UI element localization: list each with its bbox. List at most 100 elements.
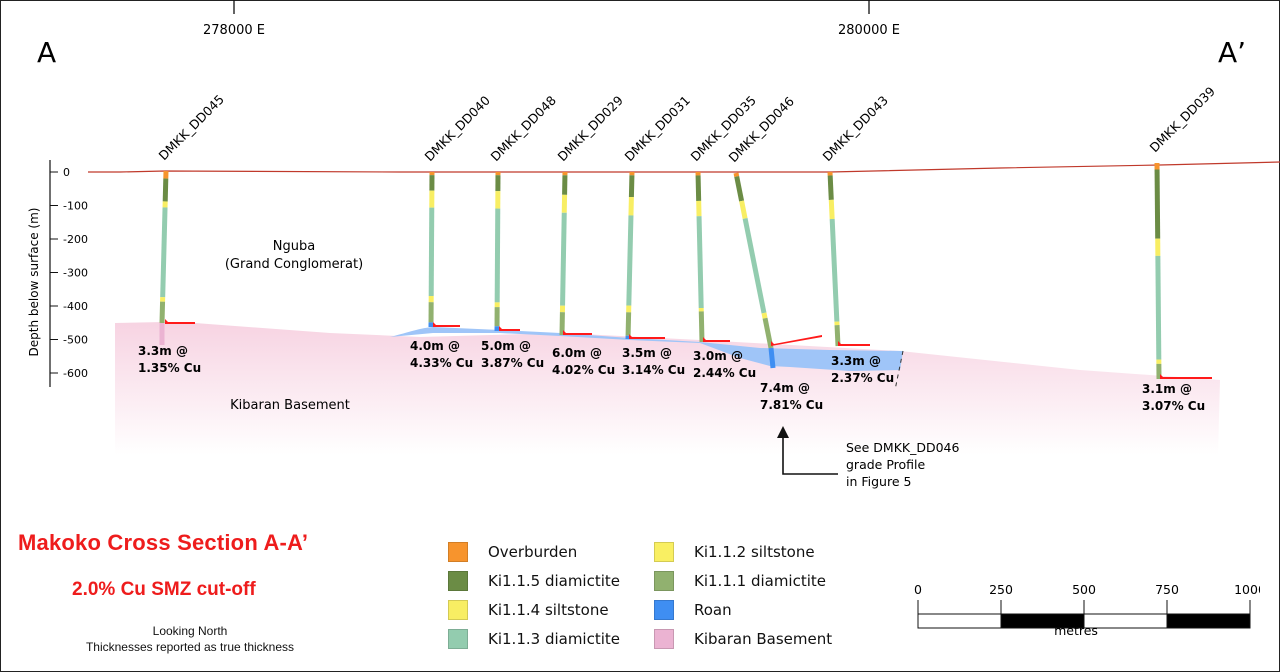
- intercept-thickness: 3.0m @: [693, 349, 743, 363]
- legend-swatch: [448, 600, 468, 620]
- drillhole-id-label: DMKK_DD029: [555, 93, 627, 165]
- depth-tick-label: -200: [63, 233, 88, 246]
- legend-swatch: [448, 542, 468, 562]
- legend-item-ki112-siltstone: Ki1.1.2 siltstone: [654, 541, 854, 563]
- lithology-interval: [733, 172, 740, 177]
- scale-bar: 02505007501000 metres: [914, 582, 1260, 638]
- legend-item-ki115-diamictite: Ki1.1.5 diamictite: [448, 570, 654, 592]
- intercept-grade: 2.37% Cu: [831, 371, 894, 385]
- legend-label: Kibaran Basement: [694, 630, 833, 648]
- callout-arrow-line: [782, 432, 838, 475]
- legend-swatch: [448, 629, 468, 649]
- unit-label-nguba-sub: (Grand Conglomerat): [225, 257, 363, 272]
- depth-axis-label: Depth below surface (m): [27, 208, 41, 357]
- lithology-interval: [428, 207, 435, 297]
- lithology-interval: [828, 199, 835, 220]
- grade-profile-spike: [433, 322, 460, 327]
- drillhole-dmkk_dd039: DMKK_DD039 3.1m @ 3.07% Cu: [1142, 84, 1218, 413]
- drillhole-id-label: DMKK_DD039: [1147, 84, 1219, 156]
- legend-item-overburden: Overburden: [448, 541, 654, 563]
- unit-label-kibaran: Kibaran Basement: [230, 398, 350, 413]
- legend-swatch: [654, 600, 674, 620]
- callout-line-3: in Figure 5: [846, 474, 911, 489]
- drillhole-id-label: DMKK_DD048: [488, 93, 560, 165]
- lithology-interval: [626, 215, 634, 306]
- drillhole-dmkk_dd048: DMKK_DD048 5.0m @ 3.87% Cu: [481, 93, 559, 370]
- easting-label: 278000 E: [203, 23, 265, 38]
- intercept-thickness: 4.0m @: [410, 339, 460, 353]
- legend-item-ki113-diamictite: Ki1.1.3 diamictite: [448, 628, 654, 650]
- lithology-interval: [761, 312, 768, 319]
- grade-profile-spike: [629, 334, 665, 339]
- thickness-note: Thicknesses reported as true thickness: [85, 640, 295, 654]
- legend-swatch: [448, 571, 468, 591]
- intercept-grade: 2.44% Cu: [693, 366, 756, 380]
- drillhole-id-label: DMKK_DD035: [688, 93, 760, 165]
- legend-swatch: [654, 629, 674, 649]
- intercept-grade: 4.33% Cu: [410, 356, 473, 370]
- legend-label: Ki1.1.2 siltstone: [694, 543, 815, 561]
- lithology-interval: [739, 200, 748, 219]
- callout: See DMKK_DD046 grade Profile in Figure 5: [777, 426, 959, 489]
- scale-segment: [1166, 613, 1251, 629]
- legend-item-ki114-siltstone: Ki1.1.4 siltstone: [448, 599, 654, 621]
- lithology-interval: [628, 175, 635, 198]
- callout-line-2: grade Profile: [846, 457, 926, 472]
- lithology-interval: [696, 216, 704, 309]
- scale-unit-label: metres: [1054, 623, 1098, 638]
- roan-zone: [390, 327, 903, 371]
- scale-segment: [917, 613, 1002, 629]
- grade-profile-spike: [771, 335, 822, 346]
- intercept-grade: 3.87% Cu: [481, 356, 544, 370]
- easting-markers: 278000 E 280000 E: [203, 0, 900, 38]
- lithology-interval: [625, 312, 632, 336]
- drillhole-id-label: DMKK_DD031: [622, 93, 694, 165]
- grade-profile-spike: [563, 330, 592, 335]
- intercept-grade: 1.35% Cu: [138, 361, 201, 375]
- scale-tick-label: 750: [1155, 582, 1179, 597]
- arrow-up-icon: [777, 426, 789, 438]
- legend-label: Ki1.1.5 diamictite: [488, 572, 621, 590]
- lithology-interval: [159, 301, 166, 324]
- grade-profile-spike: [1160, 374, 1212, 379]
- unit-label-nguba: Nguba: [273, 239, 315, 254]
- lithology-interval: [742, 218, 767, 314]
- intercept-grade: 3.07% Cu: [1142, 399, 1205, 413]
- depth-tick-label: 0: [63, 166, 70, 179]
- drillhole-id-label: DMKK_DD045: [156, 92, 228, 164]
- intercept-thickness: 7.4m @: [760, 381, 810, 395]
- intercept-thickness: 3.3m @: [831, 354, 881, 368]
- legend-swatch: [654, 542, 674, 562]
- lithology-interval: [834, 325, 841, 347]
- lithology-interval: [695, 175, 702, 201]
- legend-label: Ki1.1.3 diamictite: [488, 630, 621, 648]
- intercept-grade: 7.81% Cu: [760, 398, 823, 412]
- lithology-legend: Overburden Ki1.1.2 siltstone Ki1.1.5 dia…: [448, 541, 854, 650]
- view-direction-note: Looking North: [152, 624, 228, 638]
- roan-zone-edge: [894, 350, 904, 391]
- intercept-thickness: 6.0m @: [552, 346, 602, 360]
- grade-profile-spike: [499, 326, 520, 331]
- legend-label: Overburden: [488, 543, 578, 561]
- intercept-grade: 3.14% Cu: [622, 363, 685, 377]
- lithology-interval: [698, 311, 705, 343]
- drillhole-id-label: DMKK_DD040: [422, 93, 494, 165]
- depth-tick-label: -400: [63, 300, 88, 313]
- depth-tick-label: -300: [63, 267, 88, 280]
- lithology-interval: [560, 212, 567, 306]
- intercept-thickness: 3.1m @: [1142, 382, 1192, 396]
- depth-tick-label: -100: [63, 200, 88, 213]
- grade-profile-spike: [165, 319, 195, 324]
- lithology-interval: [827, 175, 834, 200]
- cutoff-subtitle: 2.0% Cu SMZ cut-off: [72, 579, 256, 600]
- scale-tick-label: 250: [989, 582, 1013, 597]
- lithology-interval: [494, 208, 501, 303]
- lithology-interval: [829, 218, 840, 322]
- depth-tick-label: -600: [63, 367, 88, 380]
- legend-swatch: [654, 571, 674, 591]
- intercept-thickness: 5.0m @: [481, 339, 531, 353]
- depth-tick-label: -500: [63, 334, 88, 347]
